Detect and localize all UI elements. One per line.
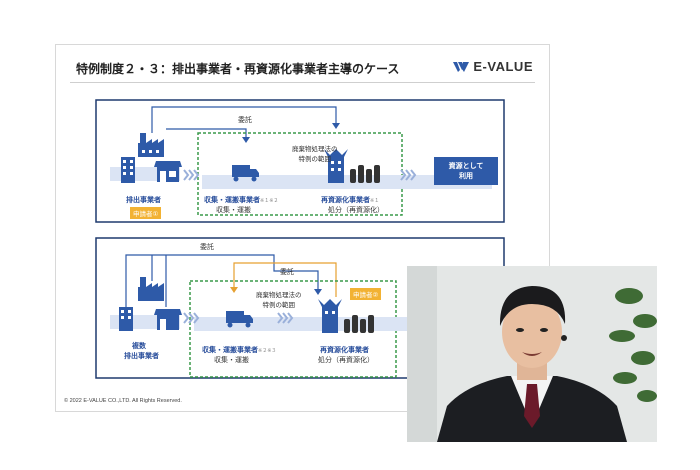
chevron-arrows-icon [183, 169, 417, 181]
building-icon [121, 157, 135, 183]
commission-arrow-recycler [151, 106, 337, 133]
diagram2-emitter-prefix: 複数 [132, 342, 146, 350]
diagram2-commission-outer-label: 委託 [200, 243, 214, 251]
title-divider [70, 82, 535, 83]
diagram2-law-scope-label: 廃棄物処理法の特例の範囲 [256, 291, 302, 309]
truck-icon [226, 311, 253, 328]
building-icon [119, 307, 133, 331]
diagram2-recycler-label: 再資源化事業者 [320, 346, 369, 354]
truck-icon [232, 165, 259, 182]
chevron-arrows-icon [183, 312, 294, 324]
diagram1-recycler-sub: 処分（再資源化） [328, 206, 384, 214]
diagram2-recycler-sub: 処分（再資源化） [318, 356, 374, 364]
shop-icon [154, 309, 182, 330]
diagram2-emitter-label: 排出事業者 [124, 352, 159, 360]
company-logo: E-VALUE [453, 59, 533, 74]
diagram1-commission-label: 委託 [238, 116, 252, 124]
factory-icon [138, 133, 164, 157]
diagram1-flow-band [202, 175, 492, 189]
copyright-footer: © 2022 E-VALUE CO.,LTD. All Rights Reser… [64, 398, 182, 404]
diagram2-law-scope-frame [189, 280, 397, 378]
diagram1-collector-sub: 収集・運搬 [216, 206, 251, 214]
person-webcam [407, 266, 657, 442]
recycle-plant-icon [324, 149, 348, 183]
shop-icon [154, 161, 182, 182]
diagram1-law-scope-label: 廃棄物処理法の特例の範囲 [292, 145, 338, 163]
diagram2-commission-inner-label: 委託 [280, 268, 294, 276]
bottles-icon [350, 165, 380, 183]
diagram1-applicant-tag: 申請者① [130, 207, 162, 219]
bottles-icon [344, 315, 374, 333]
webcam-overlay [407, 266, 657, 442]
diagram1-collector-label: 収集・運搬事業者※１※２ [204, 196, 279, 204]
factory-icon [138, 277, 164, 301]
slide-title: 特例制度２・３：排出事業者・再資源化事業者主導のケース [76, 62, 400, 76]
diagram1-emitter-label: 排出事業者 [126, 196, 161, 204]
recycle-plant-icon [318, 299, 342, 333]
diagram2-collector-sub: 収集・運搬 [214, 356, 249, 364]
diagram1-recycler-label: 再資源化事業者※１ [321, 196, 380, 204]
diagram2-collector-label: 収集・運搬事業者※２※３ [202, 346, 277, 354]
e-value-logo-icon [453, 61, 470, 72]
diagram2-applicant-tag: 申請者② [350, 288, 382, 300]
resource-use-box: 資源として利用 [434, 157, 498, 185]
commission-arrow-inner [233, 262, 337, 297]
logo-text: E-VALUE [473, 59, 533, 74]
